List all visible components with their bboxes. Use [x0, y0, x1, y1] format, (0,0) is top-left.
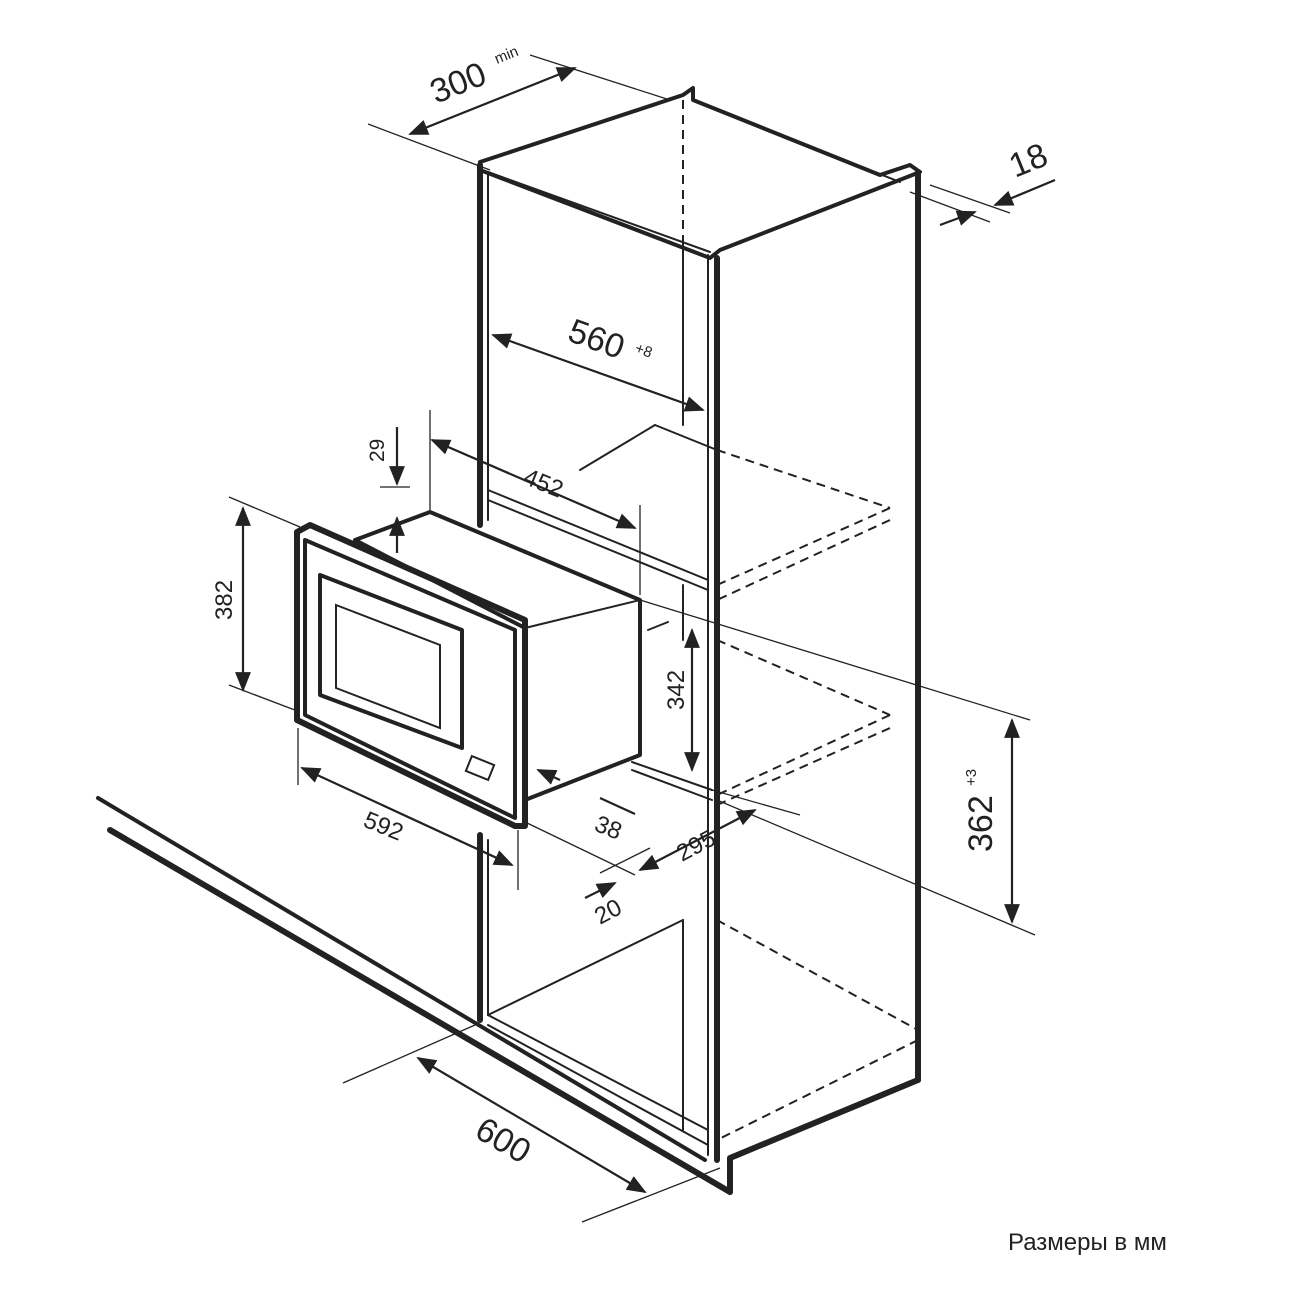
label-362: 362 [962, 795, 1000, 852]
label-300: 300 [425, 55, 492, 111]
cabinet-top-panel [478, 86, 922, 260]
label-342: 342 [663, 670, 690, 710]
control-panel-icon [464, 754, 496, 782]
floor-lines [96, 796, 733, 1195]
label-300-min: min [492, 43, 521, 68]
label-452: 452 [520, 464, 567, 504]
label-560-tol: +8 [633, 340, 655, 362]
label-600: 600 [469, 1110, 537, 1171]
cabinet [477, 86, 922, 1195]
microwave [294, 510, 642, 829]
microwave-front-frame [294, 522, 528, 829]
label-382: 382 [211, 580, 238, 620]
label-20: 20 [590, 894, 626, 930]
units-caption: Размеры в мм [1008, 1229, 1167, 1256]
dimension-labels: 300 min 18 560 +8 452 29 382 342 592 38 … [211, 43, 1053, 1171]
dimension-lines [228, 54, 1056, 1223]
cabinet-base [727, 1077, 921, 1195]
label-18: 18 [1004, 136, 1053, 185]
label-29: 29 [366, 439, 389, 462]
microwave-body [353, 510, 642, 802]
microwave-window [318, 573, 464, 750]
label-362-tol: +3 [963, 769, 980, 786]
label-560: 560 [563, 312, 629, 367]
label-38: 38 [591, 811, 626, 846]
